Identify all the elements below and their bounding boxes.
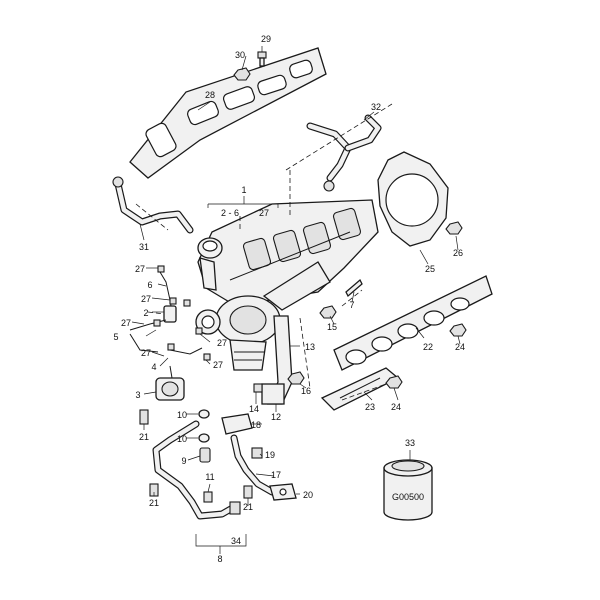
callout-11: 11 xyxy=(205,472,214,482)
callout-12: 12 xyxy=(271,412,281,422)
bolt-part-21-a[interactable] xyxy=(139,409,149,425)
gasket-part-22[interactable] xyxy=(333,275,493,371)
callout-28: 28 xyxy=(205,90,215,100)
callout-25: 25 xyxy=(425,264,435,274)
callout-27-e: 27 xyxy=(141,348,151,358)
callout-21-a: 21 xyxy=(139,432,149,442)
nut-part-26[interactable] xyxy=(445,221,463,235)
bolt-part-11[interactable] xyxy=(203,491,213,503)
coolant-pipe-part-32[interactable] xyxy=(306,114,382,192)
callout-30: 30 xyxy=(235,50,245,60)
bolt-part-21-c[interactable] xyxy=(243,485,253,499)
callout-16: 16 xyxy=(301,386,311,396)
callout-24-a: 24 xyxy=(455,342,465,352)
callout-labels: 29 30 28 32 1 2 - 6 27 31 27 6 27 2 27 5… xyxy=(113,34,465,564)
callout-3: 3 xyxy=(135,390,140,400)
callout-2-6: 2 - 6 xyxy=(221,208,239,218)
callout-6: 6 xyxy=(147,280,152,290)
callout-29: 29 xyxy=(261,34,271,44)
callout-23: 23 xyxy=(365,402,375,412)
callout-18: 18 xyxy=(251,420,261,430)
callout-26: 26 xyxy=(453,248,463,258)
can-label: G00500 xyxy=(392,492,424,502)
callout-21-c: 21 xyxy=(243,502,253,512)
callout-27-c: 27 xyxy=(141,294,151,304)
callout-19: 19 xyxy=(265,450,275,460)
bolt-part-29[interactable] xyxy=(257,51,267,67)
bolt-part-14[interactable] xyxy=(253,383,263,393)
callout-1: 1 xyxy=(241,185,246,195)
callout-33: 33 xyxy=(405,438,415,448)
callout-34: 34 xyxy=(231,536,241,546)
nut-part-24-upper[interactable] xyxy=(449,323,467,337)
callout-27-top: 27 xyxy=(259,208,269,218)
callout-27-b: 27 xyxy=(135,264,145,274)
callout-17: 17 xyxy=(271,470,281,480)
callout-15: 15 xyxy=(327,322,337,332)
callout-27-d: 27 xyxy=(121,318,131,328)
washer-part-10[interactable] xyxy=(198,409,210,443)
fitting-part-34[interactable] xyxy=(229,501,241,515)
callout-14: 14 xyxy=(249,404,259,414)
callout-4: 4 xyxy=(151,362,156,372)
callout-2: 2 xyxy=(143,308,148,318)
callout-27-f: 27 xyxy=(217,338,227,348)
hose-part-5[interactable] xyxy=(129,319,167,353)
bolt-part-30[interactable] xyxy=(233,67,251,81)
turbocharger-manifold-part-1[interactable] xyxy=(195,199,379,371)
callout-10-a: 10 xyxy=(177,410,187,420)
callout-5: 5 xyxy=(113,332,118,342)
gasket-part-18[interactable] xyxy=(221,413,253,435)
coolant-pipe-part-31[interactable] xyxy=(112,176,194,234)
oil-return-line-part-17[interactable] xyxy=(230,434,276,496)
actuator-part-3[interactable] xyxy=(155,365,185,401)
sealant-can-part-33[interactable] xyxy=(383,459,433,521)
stud-part-7[interactable] xyxy=(345,278,363,298)
callout-22: 22 xyxy=(423,342,433,352)
callout-31: 31 xyxy=(139,242,149,252)
banjo-bolt-part-9[interactable] xyxy=(199,447,211,463)
callout-20: 20 xyxy=(303,490,313,500)
support-bracket-part-12[interactable] xyxy=(261,315,293,405)
bolt-part-19[interactable] xyxy=(251,447,263,459)
oil-line-part-8[interactable] xyxy=(152,420,240,520)
reference-lines xyxy=(135,103,393,401)
callout-10-b: 10 xyxy=(177,434,187,444)
callout-32: 32 xyxy=(371,102,381,112)
leader-lines xyxy=(131,46,461,554)
heat-shield-part-28[interactable] xyxy=(129,47,327,179)
callout-21-b: 21 xyxy=(149,498,159,508)
callout-7: 7 xyxy=(349,300,354,310)
heat-shield-part-23[interactable] xyxy=(320,367,400,411)
callout-27-g: 27 xyxy=(213,360,223,370)
callout-9: 9 xyxy=(181,456,186,466)
nut-part-24-lower[interactable] xyxy=(385,375,403,389)
hose-part-4[interactable] xyxy=(169,347,203,355)
gasket-part-20[interactable] xyxy=(269,483,297,501)
callout-13: 13 xyxy=(305,342,315,352)
callout-8: 8 xyxy=(217,554,222,564)
callout-24-b: 24 xyxy=(391,402,401,412)
clamp-part-27[interactable] xyxy=(153,265,211,361)
gasket-part-25[interactable] xyxy=(377,151,449,247)
bolt-part-15[interactable] xyxy=(319,305,337,319)
